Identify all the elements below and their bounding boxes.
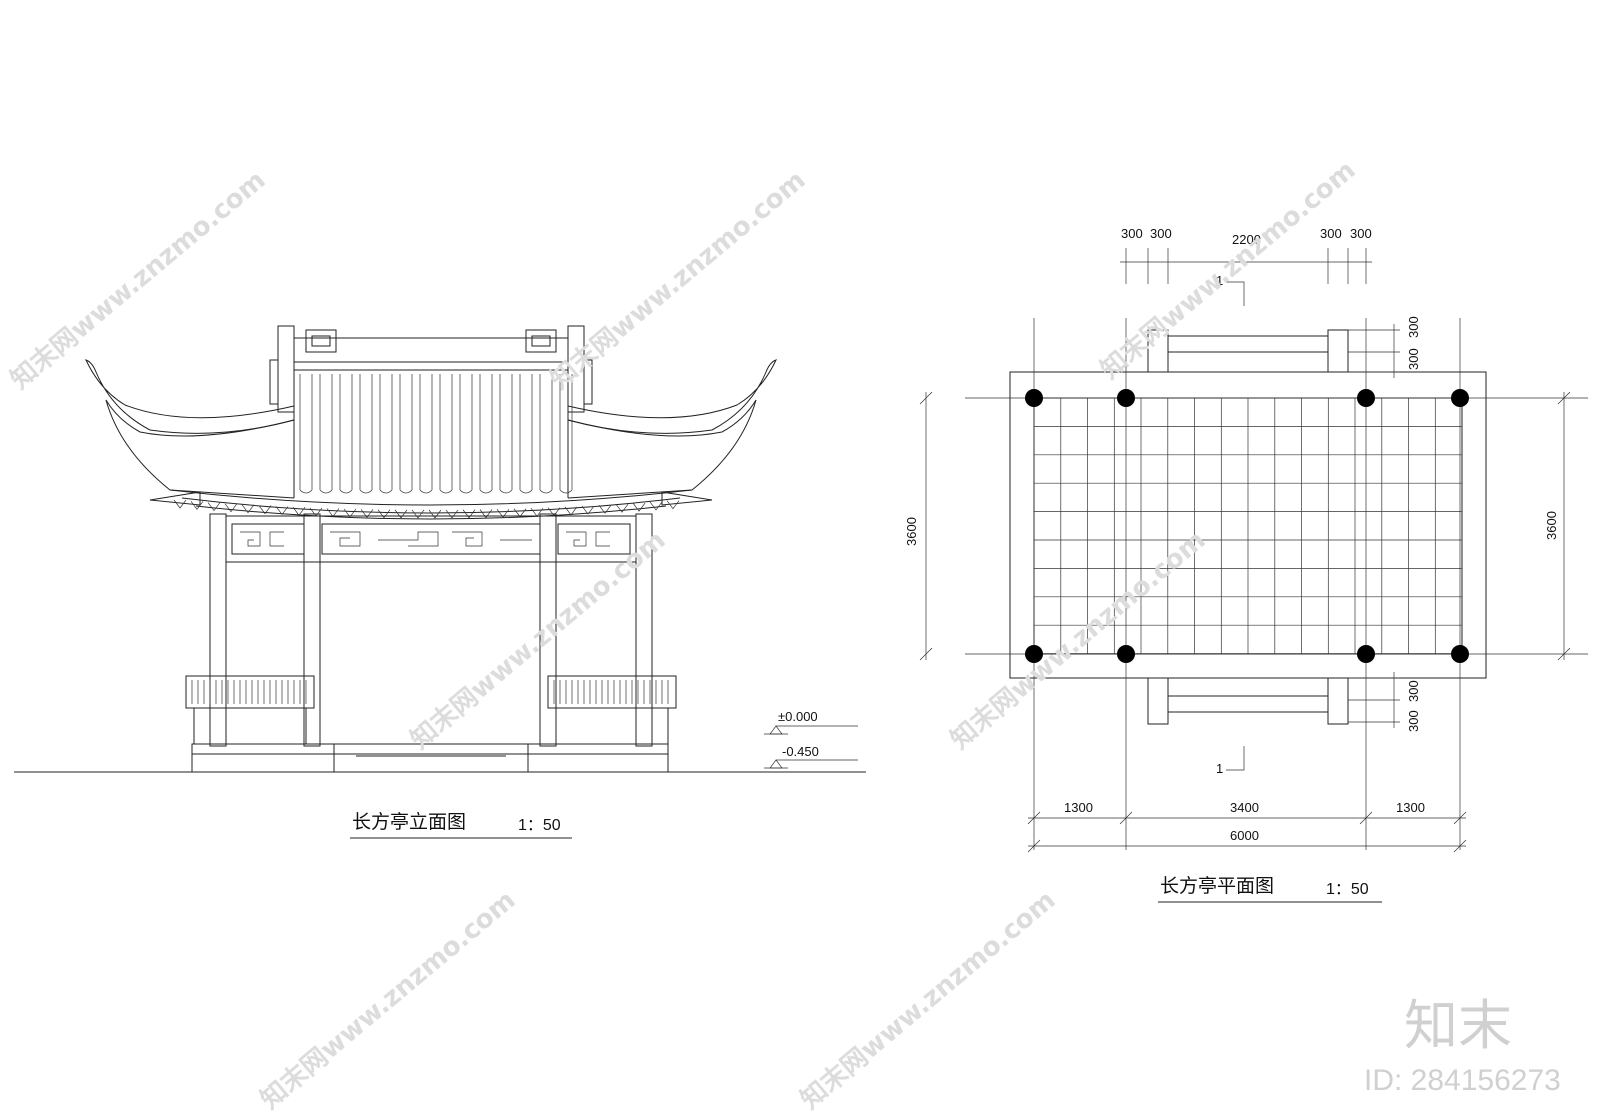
plan-dim-top-e: 300 bbox=[1350, 226, 1372, 241]
railing-balusters bbox=[191, 680, 669, 704]
watermark-text: 知末网www.znzmo.com bbox=[255, 885, 521, 1115]
watermark-text: 知末网www.znzmo.com bbox=[5, 165, 271, 395]
plan-dim-top-a: 300 bbox=[1121, 226, 1143, 241]
watermark-id: ID: 284156273 bbox=[1364, 1064, 1561, 1097]
plan-dim-height-left: 3600 bbox=[904, 517, 919, 546]
level-bottom-label: -0.450 bbox=[782, 744, 819, 759]
pavilion-elevation: ±0.000 -0.450 长方亭立面图 1：50 bbox=[14, 325, 866, 839]
watermark-layer: 知末网www.znzmo.com 知末网www.znzmo.com 知末网www… bbox=[5, 155, 1561, 1115]
roof-tiles bbox=[299, 374, 573, 494]
plan-dim-bottom-middle: 3400 bbox=[1230, 800, 1259, 815]
level-top-label: ±0.000 bbox=[778, 709, 818, 724]
plan-dim-top-d: 300 bbox=[1320, 226, 1342, 241]
plinth bbox=[191, 743, 669, 773]
plan-top-dimensions: 300 300 2200 300 300 bbox=[1120, 226, 1372, 284]
roof-ridge bbox=[269, 325, 593, 413]
elevation-scale: 1：50 bbox=[518, 817, 561, 834]
section-marks: 1 1 bbox=[1216, 273, 1245, 776]
pavilion-plan: 300 300 2200 300 300 1 1 300 300 300 3 bbox=[904, 226, 1588, 903]
plan-floor-grid bbox=[1034, 398, 1462, 654]
watermark-logo: 知末 bbox=[1404, 994, 1512, 1057]
roof-eave-drops bbox=[173, 499, 680, 519]
plan-dim-side-bottom: 300 bbox=[1406, 680, 1421, 702]
plan-dim-top-b: 300 bbox=[1150, 226, 1172, 241]
section-mark-top: 1 bbox=[1216, 273, 1223, 288]
plan-height-dimensions: 3600 3600 bbox=[904, 391, 1571, 661]
roof-eaves bbox=[85, 359, 777, 520]
plan-dim-bottom-total: 6000 bbox=[1230, 828, 1259, 843]
plan-steps bbox=[1147, 329, 1349, 725]
watermark-text: 知末网www.znzmo.com bbox=[405, 525, 671, 755]
plan-dim-bottom-right: 1300 bbox=[1396, 800, 1425, 815]
plan-axes bbox=[965, 318, 1588, 850]
plan-dim-height-right: 3600 bbox=[1544, 511, 1559, 540]
columns bbox=[209, 513, 653, 747]
plan-dim-bottom-left: 1300 bbox=[1064, 800, 1093, 815]
plan-outer-slab bbox=[1009, 371, 1487, 679]
plan-columns bbox=[1025, 389, 1469, 663]
watermark-text: 知末网www.znzmo.com bbox=[795, 885, 1061, 1115]
railing-benches bbox=[185, 675, 677, 745]
plan-dim-top-c: 2200 bbox=[1232, 232, 1261, 247]
plan-dim-side-bottom2: 300 bbox=[1406, 710, 1421, 732]
watermark-text: 知末网www.znzmo.com bbox=[945, 525, 1211, 755]
watermark-text: 知末网www.znzmo.com bbox=[1095, 155, 1361, 385]
level-marks: ±0.000 -0.450 bbox=[764, 709, 858, 769]
plan-title: 长方亭平面图 bbox=[1160, 875, 1274, 897]
watermark-text: 知末网www.znzmo.com bbox=[545, 165, 811, 395]
lattice-frieze bbox=[225, 515, 637, 563]
plan-bottom-dimensions: 1300 3400 1300 6000 bbox=[1027, 800, 1467, 853]
section-mark-bottom: 1 bbox=[1216, 761, 1223, 776]
plan-scale: 1：50 bbox=[1326, 881, 1369, 898]
plan-side-dimensions: 300 300 300 300 bbox=[1348, 316, 1421, 732]
plan-dim-side-top: 300 bbox=[1406, 316, 1421, 338]
plan-dim-side-top2: 300 bbox=[1406, 348, 1421, 370]
elevation-title: 长方亭立面图 bbox=[352, 811, 466, 833]
